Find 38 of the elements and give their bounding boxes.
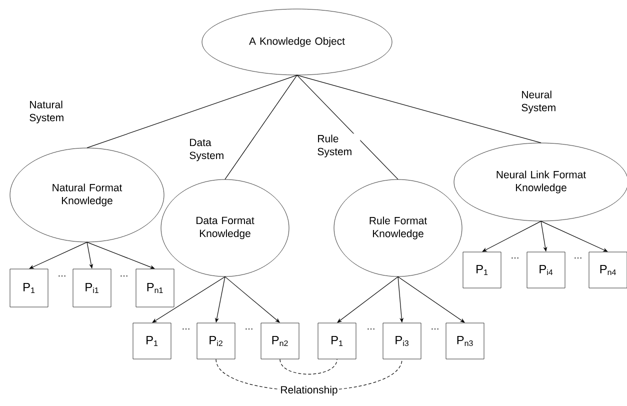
arrow [224,276,280,323]
arrow [152,276,226,323]
ellipse-node: Data Format Knowledge [160,179,290,277]
p-box: P$_{i4}$ [526,252,566,288]
connector-line [86,74,298,148]
edge-label: Neural System [520,90,564,114]
ellipse-node: Rule Format Knowledge [334,179,462,277]
p-box: P$_{n3}$ [446,322,484,360]
connector-line [224,74,298,180]
ellipsis: … [432,328,438,330]
dashed-curve [280,358,338,374]
ellipsis: … [368,328,374,330]
arrow [540,220,608,252]
p-box: P$_{1}$ [318,322,356,360]
edge-label: Natural System [28,100,72,124]
p-box: P$_{1}$ [462,252,502,288]
connector-line [296,74,542,144]
p-box: P$_{i1}$ [72,268,112,308]
edge-label: Rule System [316,134,360,158]
arrow [337,276,398,323]
arrow [482,220,542,252]
edge-label: Data System [188,138,232,162]
arrow [86,242,155,269]
ellipse-node: A Knowledge Object [202,8,392,76]
arrow [398,276,465,323]
p-box: P$_{n1}$ [136,268,174,308]
connector-line [296,74,398,180]
p-box: P$_{n4}$ [588,252,627,288]
arrow [29,242,88,269]
p-box: P$_{1}$ [10,268,48,308]
ellipsis: … [182,328,190,330]
p-box: P$_{i2}$ [196,322,236,360]
ellipse-node: Natural Format Knowledge [10,148,164,242]
p-box: P$_{n2}$ [260,322,300,360]
edge-label: Relationship [279,384,339,397]
p-box: P$_{1}$ [132,322,172,360]
ellipsis: … [246,328,252,330]
p-box: P$_{i3}$ [382,322,422,360]
